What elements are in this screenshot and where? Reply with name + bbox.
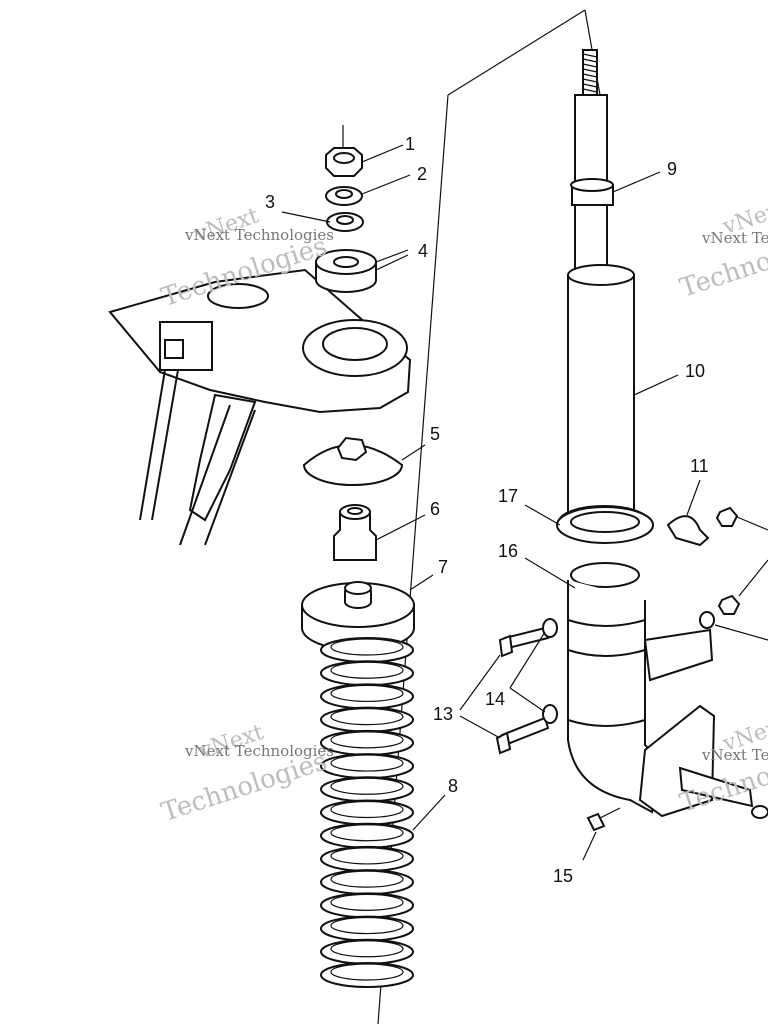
spring-coil-inner [330,708,404,726]
callout-8: 8 [448,776,458,796]
spring-coil-inner [330,800,404,819]
spring-coil-inner [330,731,404,749]
callout-2: 2 [417,164,427,184]
part-11-clamp [666,515,710,547]
spring-coil [320,660,414,687]
part-3-washer [326,212,364,232]
spring-coil [320,729,414,756]
spring-coil [320,706,414,733]
spring-coil-inner [330,916,404,935]
spring-coil [320,915,414,942]
spring-coil-inner [330,661,404,679]
part-10-strut [558,49,650,539]
spring-coil-inner [330,777,404,795]
thread-line [582,68,598,73]
watermark-text: vNext Technologies [184,226,334,244]
spring-coil-inner [330,963,404,981]
callout-17: 17 [498,486,518,506]
spring-coil [320,869,414,896]
spring-coil-inner [330,824,404,842]
spring-coil-inner [330,684,404,703]
callout-9: 9 [667,159,677,179]
watermark-text: vNext Technologies [701,746,768,764]
thread-line [582,78,598,83]
frame-arm [108,268,412,546]
spring-coil-inner [330,754,404,772]
watermark-text: vNext Technologies [701,229,768,247]
callout-6: 6 [430,499,440,519]
spring-coil [320,962,414,988]
part-8-spring [320,637,414,988]
callout-15: 15 [553,866,573,886]
callout-4: 4 [418,241,428,261]
spring-coil-inner [330,847,404,865]
spring-coil [320,822,414,849]
callout-7: 7 [438,557,448,577]
callout-5: 5 [430,424,440,444]
fasteners [495,506,741,832]
thread-lines [582,53,598,93]
spring-coil [320,938,414,965]
thread-line [582,83,598,88]
part-6-nut [333,504,377,561]
callout-11: 11 [690,456,709,476]
watermark-text: vNext Technologies [184,742,334,760]
callout-16: 16 [498,541,518,561]
thread-line [582,73,598,78]
spring-coil [320,753,414,780]
callout-13: 13 [433,704,453,724]
spring-coil-inner [330,870,404,888]
spring-coil-inner [330,940,404,958]
part-5-cup [302,436,404,486]
part-17-seat [556,506,654,544]
part-4-bushing [315,249,377,293]
thread-line [582,63,598,68]
spring-coil [320,776,414,803]
spring-coil-inner [330,893,404,911]
spring-coil [320,892,414,919]
spring-coil [320,799,414,826]
leader-lines [281,144,768,861]
callout-10: 10 [685,361,705,381]
thread-line [582,53,598,58]
part-16-knuckle [567,562,768,819]
thread-line [582,58,598,63]
part-2-washer [325,186,363,206]
callout-1: 1 [405,134,415,154]
spring-coil [320,683,414,710]
watermark-left-bottom: vNext vNext Technologies Technologies [158,720,334,828]
watermark-right-top: vNext vNext Technologies Technologies [676,196,768,304]
thread-line [582,88,598,93]
spring-coil [320,845,414,872]
spring-coil-inner [330,638,404,656]
part-1-nut [325,125,363,177]
callout-14: 14 [485,689,505,709]
callout-3: 3 [265,192,275,212]
spring-coil [320,637,414,663]
callout-numbers: 1 2 3 4 5 6 7 8 9 10 11 13 14 15 16 17 [265,134,709,886]
